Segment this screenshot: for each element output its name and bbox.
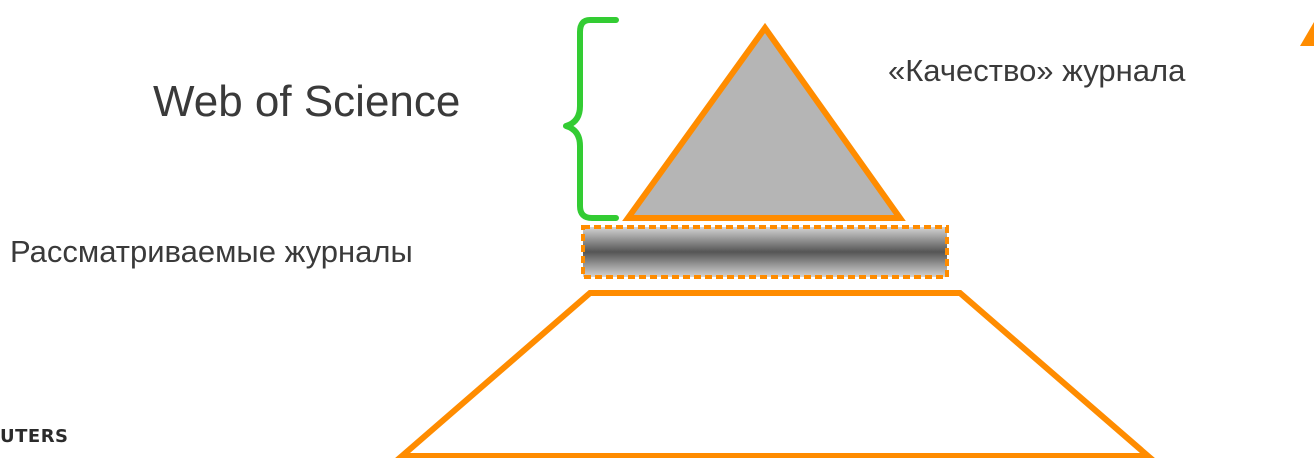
considered-journals-label: Рассматриваемые журналы (10, 234, 413, 269)
considered-journals-band-outline (581, 225, 949, 279)
wos-triangle (622, 22, 906, 221)
quality-arrow (1300, 22, 1314, 46)
base-trapezoid (395, 290, 1155, 458)
footer-logo-text: UTERS (0, 426, 69, 447)
journal-quality-label: «Качество» журнала (888, 53, 1186, 88)
considered-journals-band (583, 227, 947, 277)
web-of-science-label: Web of Science (153, 77, 461, 126)
wos-bracket (563, 17, 619, 221)
